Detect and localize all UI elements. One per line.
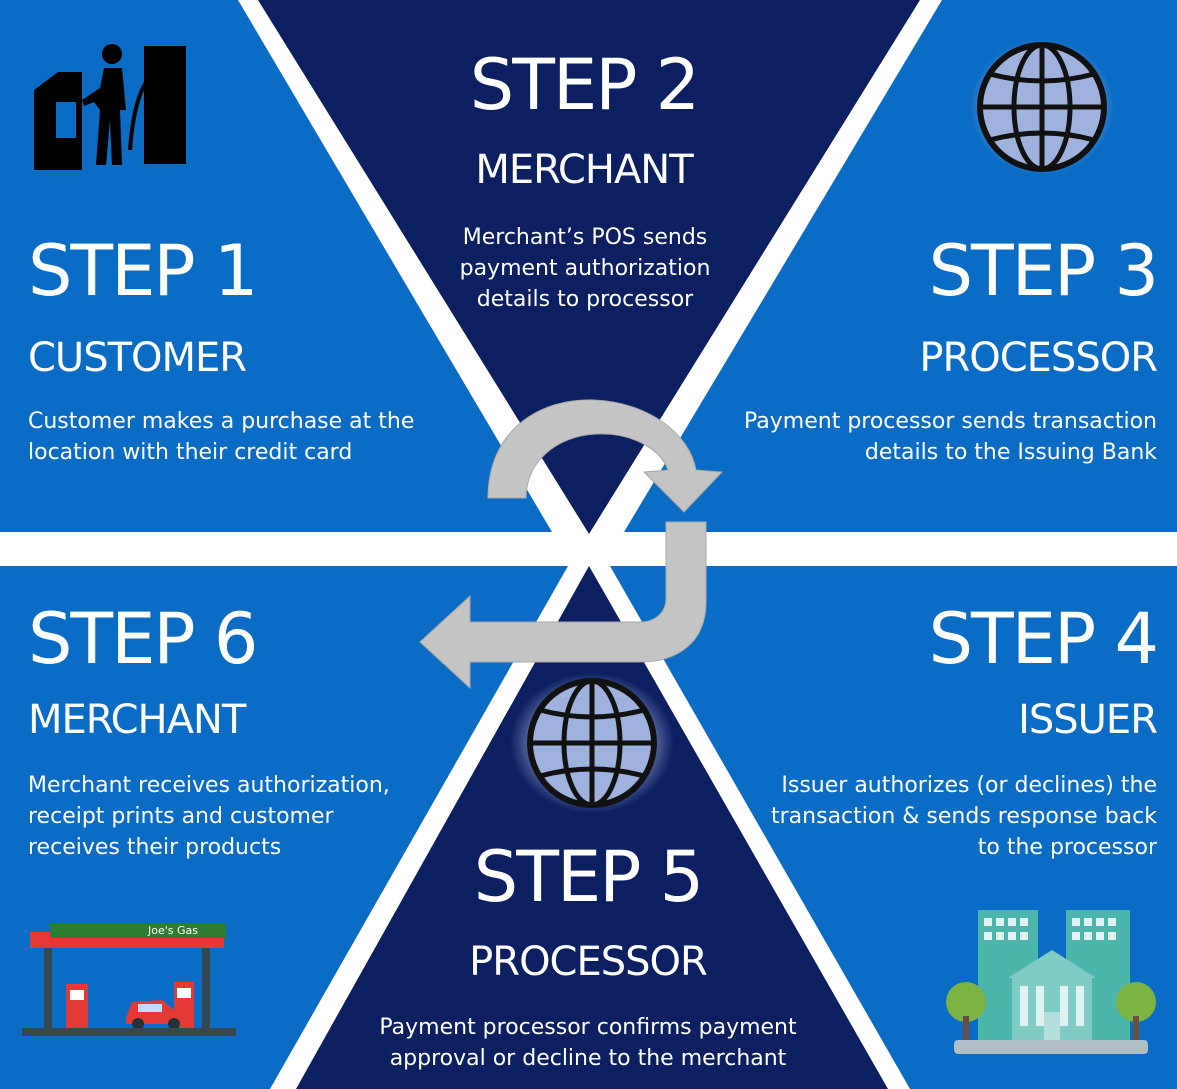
step-1-title: STEP 1	[28, 230, 258, 312]
step-4-role: ISSUER	[1018, 697, 1158, 743]
gas-station-icon	[22, 924, 238, 1044]
step-3-title: STEP 3	[928, 230, 1159, 312]
panel-step-6	[0, 566, 568, 1089]
step-5-role: PROCESSOR	[469, 939, 708, 985]
panel-step-5	[296, 566, 888, 1089]
gas-station-sign: Joe's Gas	[148, 924, 198, 937]
step-1-role: CUSTOMER	[28, 335, 247, 381]
circular-flow-arrow-icon	[419, 399, 724, 690]
step-3-description: Payment processor sends transaction deta…	[744, 409, 1157, 465]
step-4-title: STEP 4	[928, 598, 1159, 680]
globe-icon	[956, 36, 1128, 178]
bank-building-icon	[944, 906, 1158, 1062]
globe-icon	[508, 672, 676, 814]
step-2-description: Merchant’s POS sends payment authorizati…	[459, 225, 711, 312]
step-6-description: Merchant receives authorization, receipt…	[28, 773, 390, 860]
step-1-description: Customer makes a purchase at the locatio…	[28, 409, 415, 465]
step-4-description: Issuer authorizes (or declines) the tran…	[771, 773, 1157, 860]
step-2-title: STEP 2	[469, 44, 700, 126]
step-2-role: MERCHANT	[475, 147, 693, 193]
step-6-role: MERCHANT	[28, 697, 246, 743]
step-3-role: PROCESSOR	[919, 335, 1158, 381]
customer-at-pump-icon	[30, 40, 190, 170]
panel-step-1	[0, 0, 552, 532]
step-6-title: STEP 6	[28, 598, 258, 680]
step-5-title: STEP 5	[473, 836, 704, 918]
step-5-description: Payment processor confirms payment appro…	[379, 1015, 797, 1071]
panel-step-2	[258, 0, 920, 534]
